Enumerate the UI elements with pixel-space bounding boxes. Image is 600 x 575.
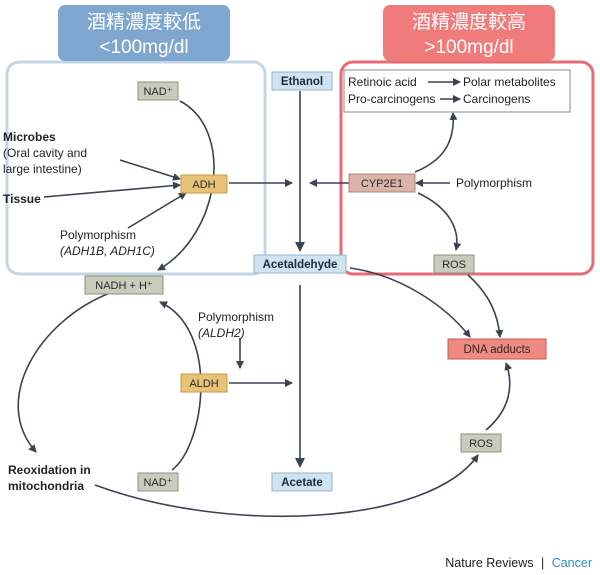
acetaldehyde-node: Acetaldehyde (253, 254, 347, 274)
tissue-label: Tissue (3, 192, 41, 206)
nad-bottom-label: NAD⁺ (143, 477, 172, 489)
svg-text:Nature Reviews | C: Nature Reviews | Cancer (445, 556, 592, 570)
polymorphism-adh-genes: (ADH1B, ADH1C) (60, 244, 155, 258)
low-header-line2: <100mg/dl (99, 37, 188, 58)
low-header-line1: 酒精濃度較低 (87, 11, 201, 33)
high-concentration-header: 酒精濃度較高 >100mg/dl (383, 5, 555, 61)
acetaldehyde-label: Acetaldehyde (263, 259, 338, 271)
adh-label: ADH (192, 179, 215, 191)
nad-top-node: NAD⁺ (137, 81, 179, 101)
arrow-acetaldehyde-dna (349, 267, 471, 338)
aldh-node: ALDH (180, 373, 228, 393)
arrow-tissue-adh (43, 181, 181, 198)
cyp2e1-label: CYP2E1 (361, 178, 403, 190)
footer-section: Cancer (552, 556, 592, 570)
microbes-label: Microbes (3, 130, 56, 144)
footer-journal: Nature Reviews (445, 556, 533, 570)
polymorphism-cyp2e1-label: Polymorphism (456, 176, 532, 190)
retinoic-box: Retinoic acid Polar metabolites Pro-carc… (343, 69, 571, 113)
carcinogens-label: Carcinogens (463, 92, 530, 106)
low-concentration-frame (5, 60, 267, 276)
polar-metabolites-label: Polar metabolites (463, 75, 556, 89)
arrow-cyp2e1-retinoic (414, 112, 458, 173)
ethanol-node: Ethanol (271, 71, 333, 91)
dna-adducts-node: DNA adducts (447, 338, 547, 360)
acetate-node: Acetate (271, 472, 333, 492)
high-concentration-frame (339, 60, 595, 276)
microbes-sub1: (Oral cavity and (3, 146, 87, 160)
connectors (17, 91, 513, 518)
low-concentration-header: 酒精濃度較低 <100mg/dl (58, 5, 230, 61)
arrow-ros-bottom-dna (485, 362, 513, 431)
nadh-label: NADH + H⁺ (95, 280, 153, 292)
arrow-cyp2e1-ros (417, 192, 462, 251)
polymorphism-adh-label: Polymorphism (60, 228, 136, 242)
mitochondria-label: mitochondria (8, 479, 84, 493)
microbes-sub2: large intestine) (3, 162, 82, 176)
nad-top-label: NAD⁺ (143, 86, 172, 98)
ros-top-label: ROS (442, 259, 466, 271)
nadh-node: NADH + H⁺ (84, 275, 164, 295)
adh-node: ADH (180, 174, 228, 194)
polymorphism-aldh-genes: (ALDH2) (198, 326, 245, 340)
ros-bottom-label: ROS (469, 438, 493, 450)
ros-top-node: ROS (433, 254, 475, 274)
arrow-microbes-adh (119, 159, 181, 181)
cyp2e1-node: CYP2E1 (348, 173, 416, 193)
arrow-nadh-reoxidation (17, 292, 111, 453)
pro-carcinogens-label: Pro-carcinogens (348, 92, 435, 106)
ros-bottom-node: ROS (460, 433, 502, 453)
acetate-label: Acetate (281, 477, 323, 489)
aldh-label: ALDH (189, 378, 218, 390)
high-header-line1: 酒精濃度較高 (412, 11, 526, 33)
retinoic-acid-label: Retinoic acid (348, 75, 417, 89)
reoxidation-label: Reoxidation in (8, 463, 91, 477)
arrow-ros-dna (467, 274, 504, 338)
nad-bottom-node: NAD⁺ (137, 472, 179, 492)
dna-adducts-label: DNA adducts (463, 344, 530, 356)
arrow-polymorphism-adh (127, 192, 187, 229)
footer-separator: | (541, 556, 544, 570)
polymorphism-aldh-label: Polymorphism (198, 310, 274, 324)
arrow-reoxidation-ros (94, 454, 479, 518)
footer: Nature Reviews | Cancer (445, 556, 592, 570)
high-header-line2: >100mg/dl (424, 37, 513, 58)
ethanol-label: Ethanol (281, 76, 323, 88)
